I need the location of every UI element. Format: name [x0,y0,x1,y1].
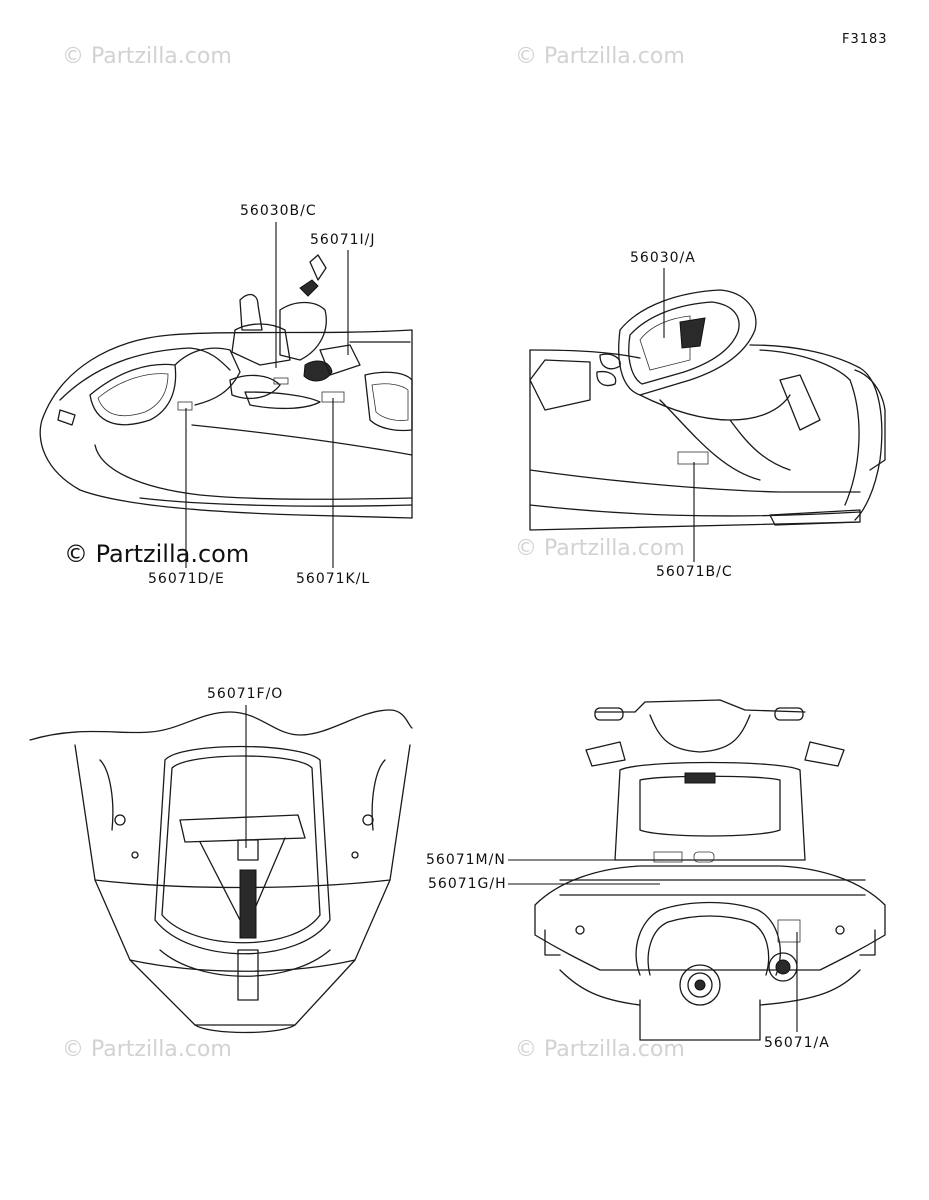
callout-56071de[interactable]: 56071D/E [148,571,225,587]
callout-56071kl[interactable]: 56071K/L [296,571,371,587]
watermark-bottom-right: © Partzilla.com [515,1037,685,1062]
callout-56071gh[interactable]: 56071G/H [428,876,507,892]
watermark-middle-left: © Partzilla.com [64,540,250,568]
diagram-code: F3183 [842,32,888,47]
view-seat-rear [529,289,886,531]
leader-lines [185,222,798,1032]
view-bow-front [39,254,413,519]
watermark-top-right: © Partzilla.com [515,44,685,69]
callout-56071mn[interactable]: 56071M/N [426,852,506,868]
callout-56071ij[interactable]: 56071I/J [310,232,376,248]
callout-56030bc[interactable]: 56030B/C [240,203,317,219]
callout-56071bc[interactable]: 56071B/C [656,564,733,580]
callout-56030a[interactable]: 56030/A [630,250,696,266]
watermark-bottom-left: © Partzilla.com [62,1037,232,1062]
view-rear [534,699,886,1041]
watermark-middle-right: © Partzilla.com [515,536,685,561]
watermark-top-left: © Partzilla.com [62,44,232,69]
callout-56071fo[interactable]: 56071F/O [207,686,284,702]
view-storage-top [29,709,413,1034]
callout-56071a[interactable]: 56071/A [764,1035,830,1051]
